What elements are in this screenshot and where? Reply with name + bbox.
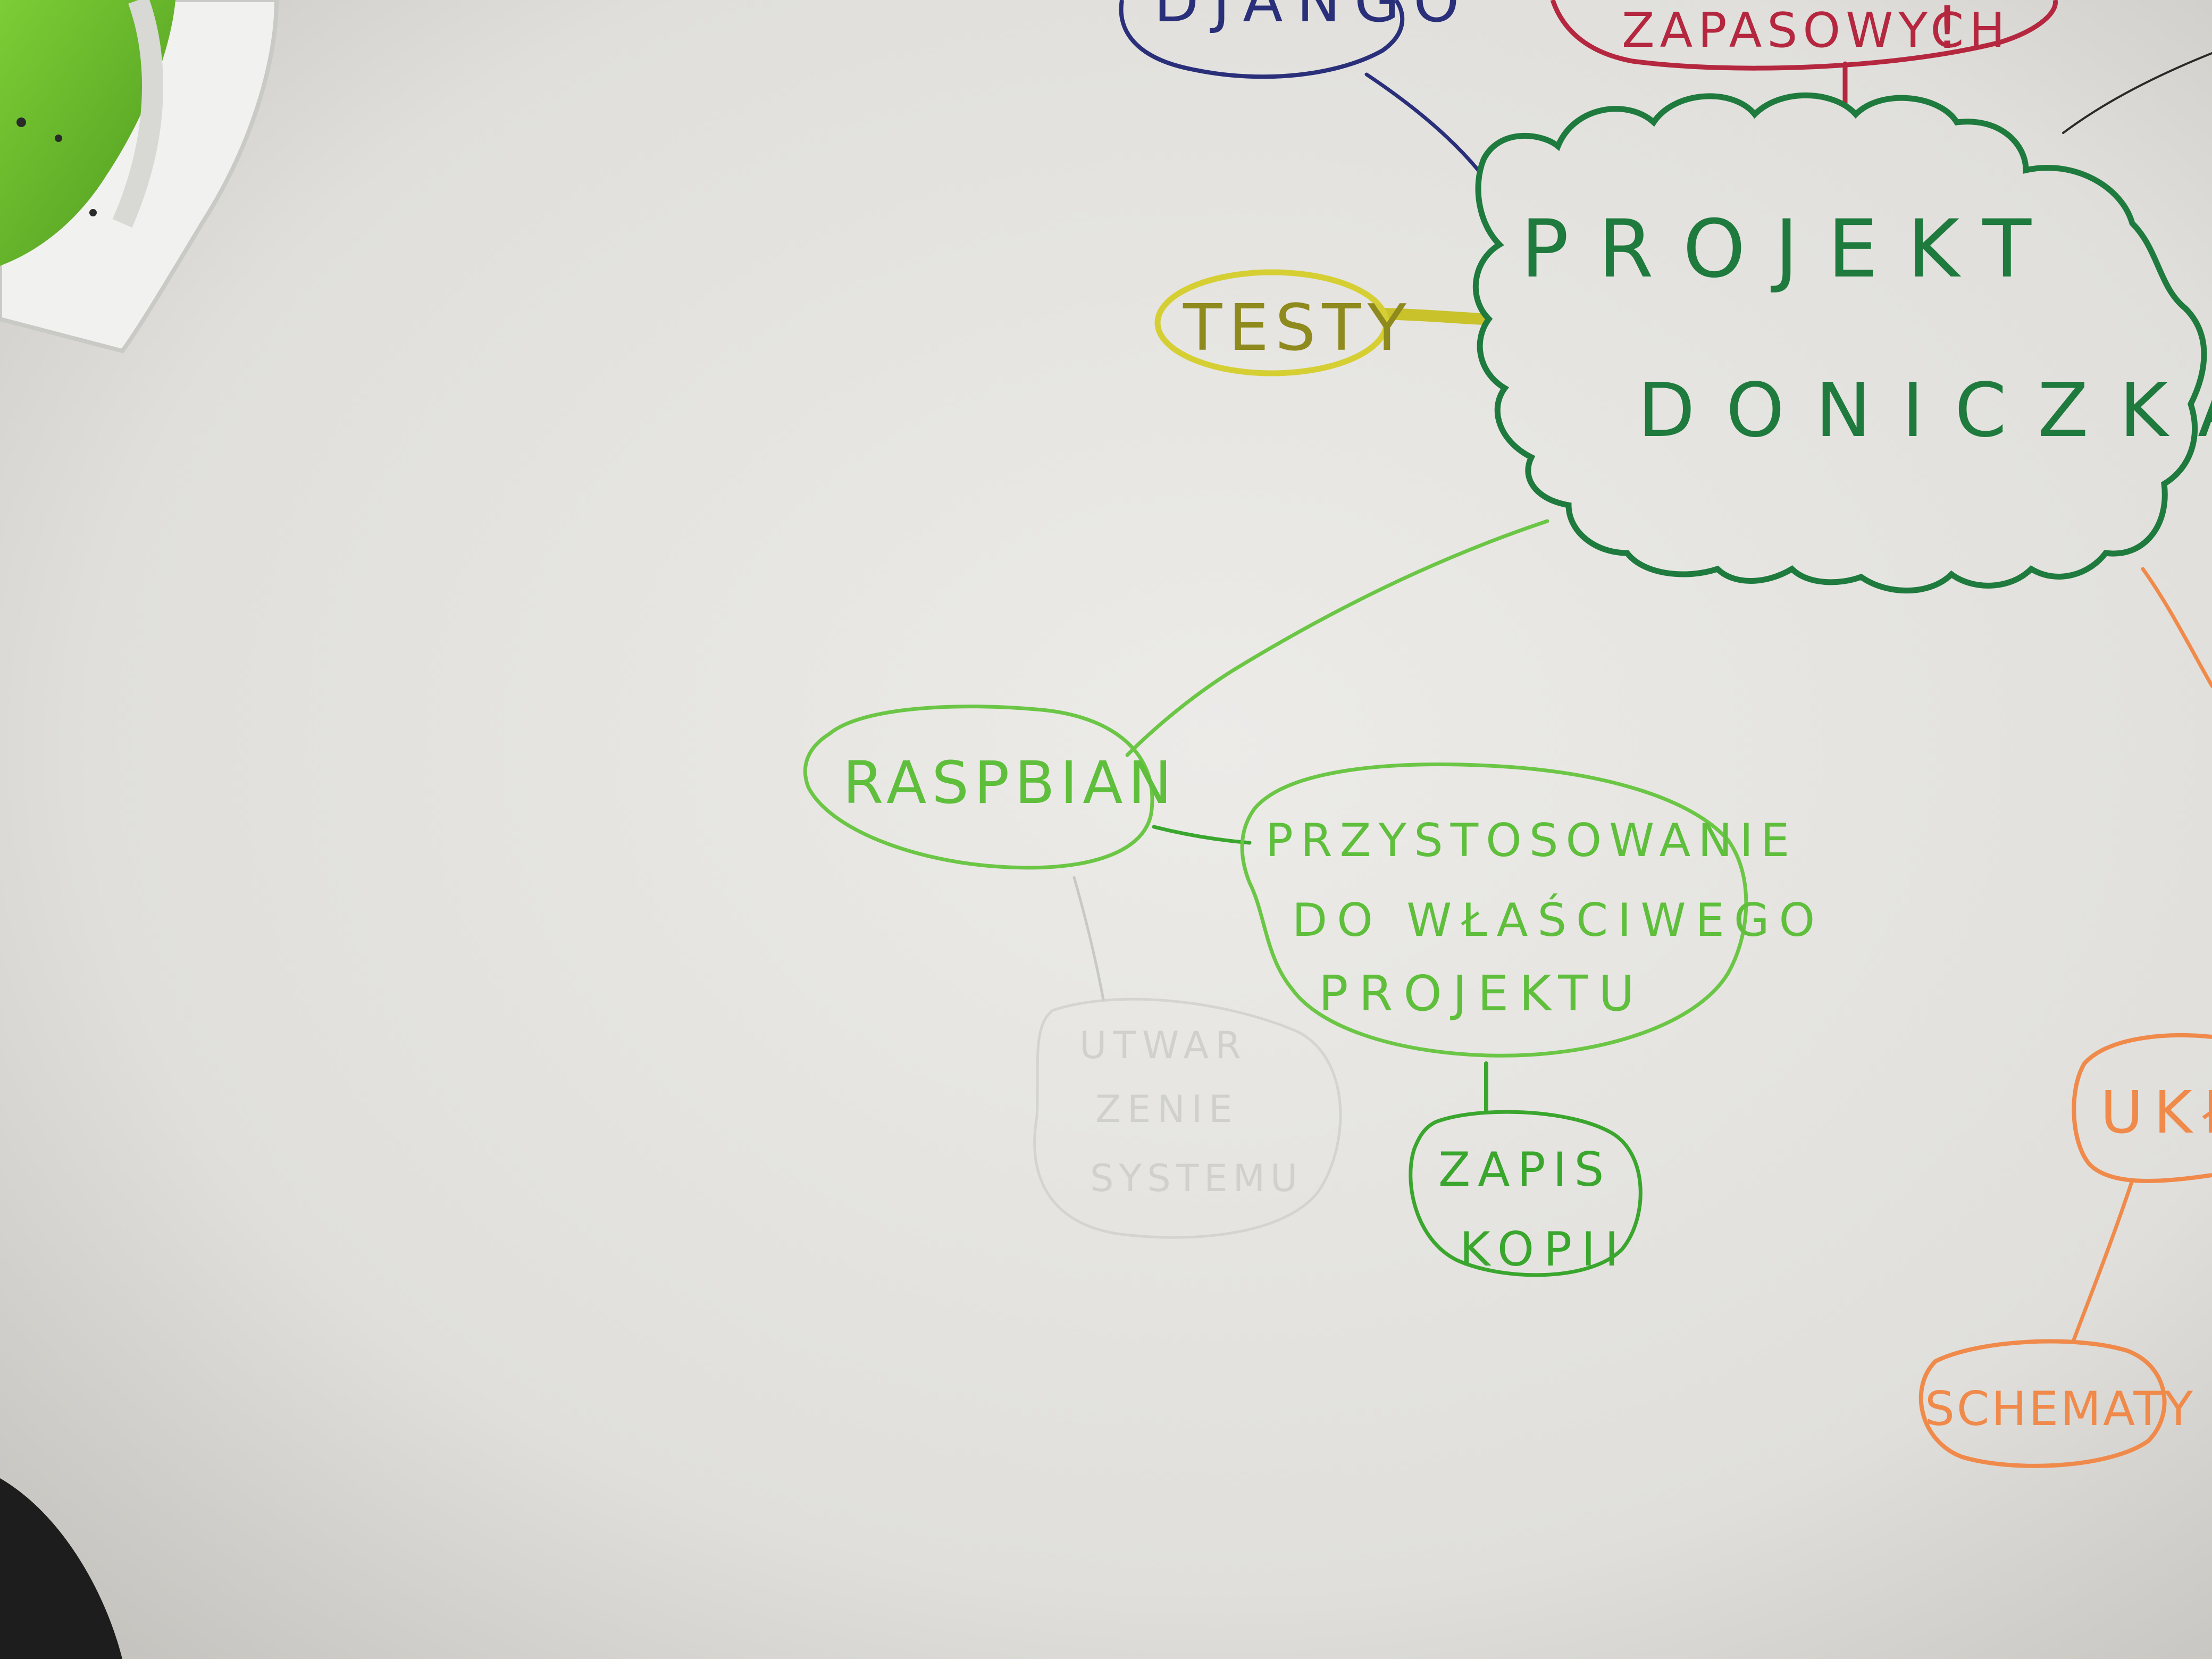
node-ukl-label: UKŁ [2100, 1078, 2212, 1146]
connector-przystosowanie [1152, 825, 1252, 845]
connector-django [1364, 72, 1480, 172]
node-przystosowanie-line3: PROJEKTU [1319, 965, 1645, 1022]
node-zapasowych-label: ZAPASOWYCH [1622, 3, 2010, 58]
node-zapis-line1: ZAPIS [1438, 1142, 1611, 1197]
node-django-label: DJANGO [1154, 0, 1473, 35]
node-ukl: UKŁ [2072, 1033, 2212, 1184]
node-zapasowych: ZAPASOWYCH ! [1550, 0, 2058, 71]
node-raspbian: RASPBIAN [803, 705, 1177, 870]
center-title-line1: PROJEKT [1521, 203, 2060, 296]
connector-right-top [2062, 52, 2212, 134]
node-faded-line2: ZENIE [1095, 1087, 1238, 1131]
node-faded-line3: SYSTEMU [1090, 1157, 1303, 1200]
connector-raspbian [1125, 519, 1549, 757]
node-django: DJANGO [1119, 0, 1473, 79]
exclamation-mark: ! [1936, 0, 1959, 62]
connector-orange-top [2141, 567, 2212, 688]
green-tape-dispenser-icon [0, 0, 279, 354]
node-przystosowanie-line2: DO WŁAŚCIWEGO [1292, 893, 1824, 947]
node-testy-label: TESTY [1183, 291, 1413, 365]
node-raspbian-label: RASPBIAN [843, 749, 1177, 817]
connector-testy [1377, 308, 1489, 325]
center-title-line2: DONICZKA [1638, 367, 2212, 454]
node-faded-erased: UTWAR ZENIE SYSTEMU [1033, 998, 1342, 1239]
node-testy: TESTY [1154, 269, 1413, 376]
connector-faded [1073, 876, 1105, 1001]
node-przystosowanie: PRZYSTOSOWANIE DO WŁAŚCIWEGO PROJEKTU [1240, 763, 1824, 1058]
connector-orange-ukl [2072, 1178, 2134, 1342]
node-przystosowanie-line1: PRZYSTOSOWANIE [1266, 814, 1797, 867]
dark-corner [0, 1478, 122, 1659]
node-projekt-doniczka: PROJEKT DONICZKA [1472, 92, 2212, 594]
node-schematy-label: SCHEMATY [1925, 1381, 2195, 1436]
node-zapis-line2: KOPII [1460, 1222, 1628, 1277]
node-zapis-kopii: ZAPIS KOPII [1409, 1110, 1643, 1277]
node-schematy: SCHEMATY [1918, 1339, 2195, 1468]
node-faded-line1: UTWAR [1079, 1024, 1247, 1067]
